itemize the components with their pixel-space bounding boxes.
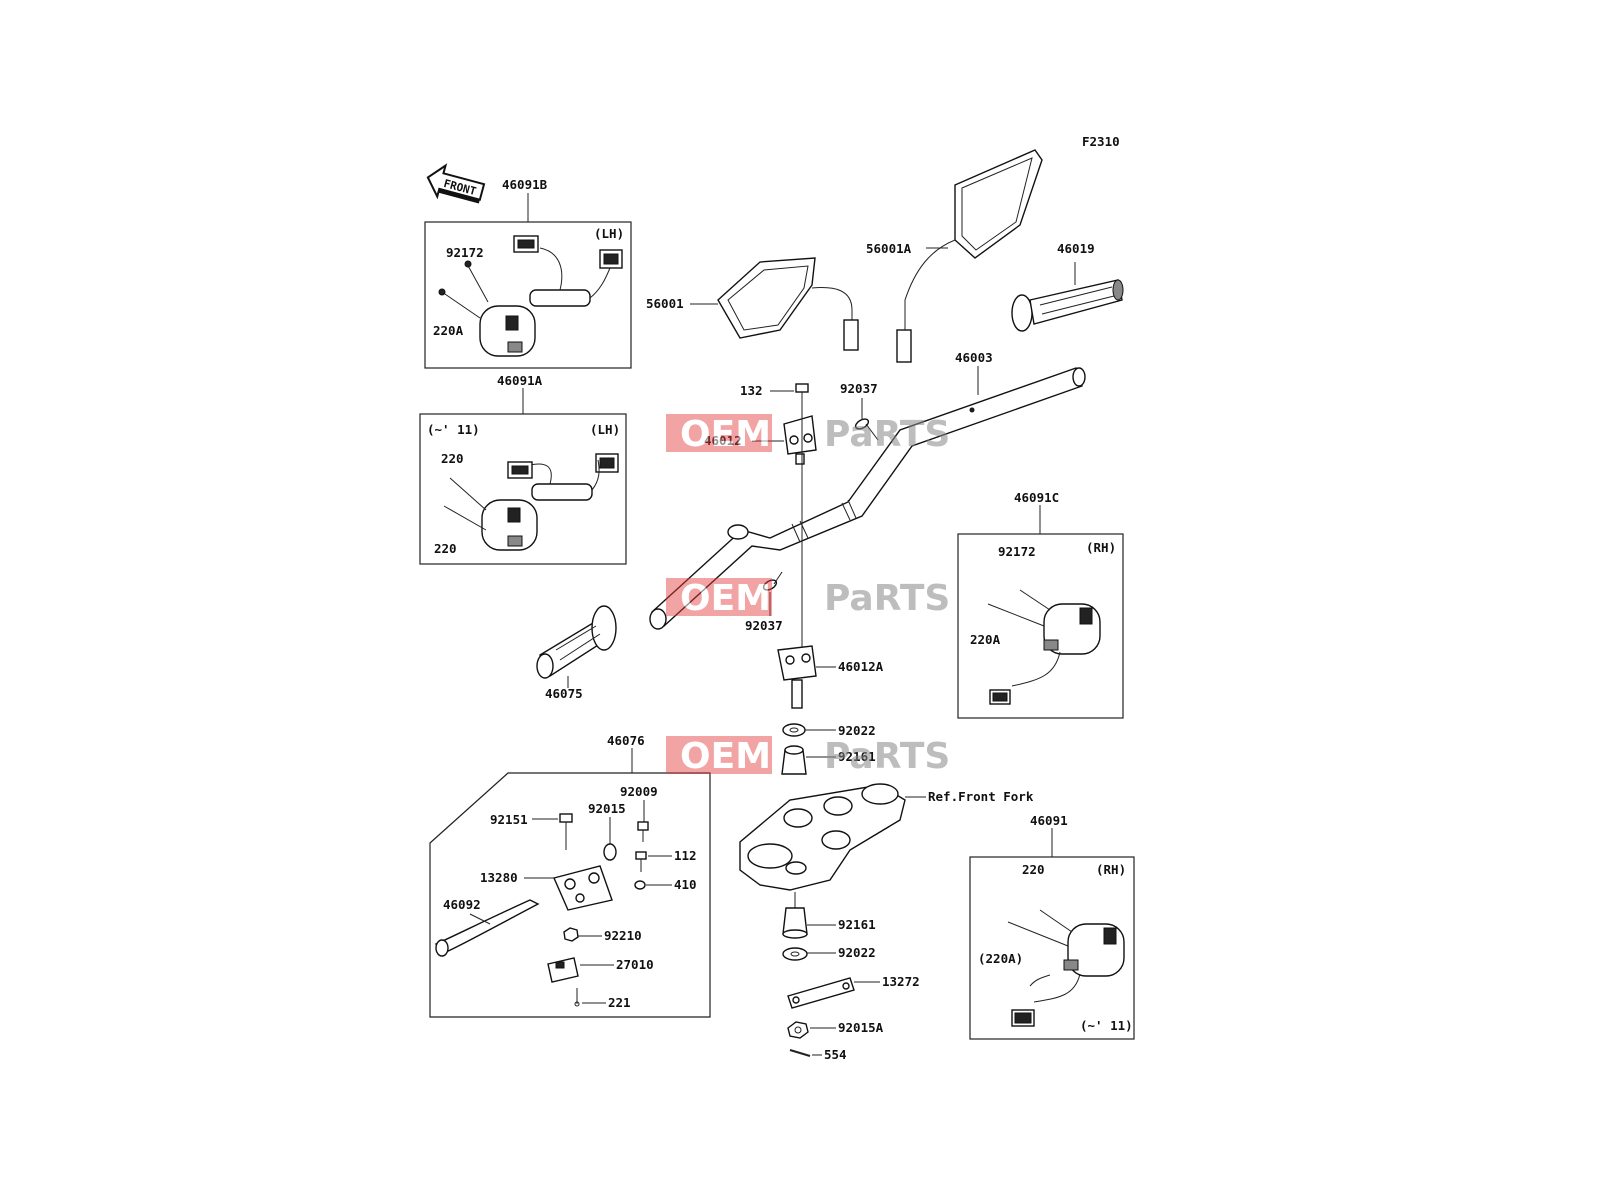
label-46012: 46012 xyxy=(704,433,742,448)
label-92015: 92015 xyxy=(588,801,626,816)
watermark-parts-2: PaRTS xyxy=(824,578,950,619)
cotter-pin-554-icon xyxy=(789,1049,811,1057)
bolt-92151-icon xyxy=(559,813,573,850)
nut-92015A-icon xyxy=(787,1021,809,1039)
label-92022-upper: 92022 xyxy=(838,723,876,738)
throttle-grip-icon xyxy=(1011,279,1124,332)
label-220-bottom: 220 xyxy=(434,541,457,556)
label-13280: 13280 xyxy=(480,870,518,885)
bolt-132-icon xyxy=(795,383,809,416)
lh-switch-old-icon xyxy=(443,453,619,551)
screw-221-icon xyxy=(574,988,580,1007)
label-46091B: 46091B xyxy=(502,177,548,192)
label-46019: 46019 xyxy=(1057,241,1095,256)
screw-112-icon xyxy=(635,851,647,872)
label-46091A: 46091A xyxy=(497,373,543,388)
label-RH: (RH) xyxy=(1086,540,1116,555)
label-46012A: 46012A xyxy=(838,659,884,674)
label-11-rh: (~' 11) xyxy=(1080,1018,1133,1033)
label-27010: 27010 xyxy=(616,957,654,972)
watermark-3: OEM PaRTS xyxy=(666,736,950,777)
box-46076 xyxy=(429,772,711,1018)
figure-code: F2310 xyxy=(1082,134,1120,149)
steering-stem-head-icon xyxy=(739,783,906,891)
label-92210: 92210 xyxy=(604,928,642,943)
label-13272: 13272 xyxy=(882,974,920,989)
label-221: 221 xyxy=(608,995,631,1010)
label-92015A: 92015A xyxy=(838,1020,884,1035)
nut-92015-icon xyxy=(603,843,617,861)
label-92009: 92009 xyxy=(620,784,658,799)
label-56001A: 56001A xyxy=(866,241,912,256)
nut-92210-icon xyxy=(563,927,579,942)
label-92161-upper: 92161 xyxy=(838,749,876,764)
label-46075: 46075 xyxy=(545,686,583,701)
front-arrow-icon: FRONT xyxy=(426,163,486,204)
label-92161-lower: 92161 xyxy=(838,917,876,932)
label-220-top: 220 xyxy=(441,451,464,466)
lh-switch-housing-icon xyxy=(438,235,623,357)
brake-lever-icon xyxy=(434,899,540,957)
label-LH: (LH) xyxy=(594,226,624,241)
bushing-92161-lower-icon xyxy=(782,907,808,939)
bushing-92161-upper-icon xyxy=(781,745,807,775)
watermark-oem: OEM xyxy=(680,414,771,455)
handlebar-icon xyxy=(649,367,1086,630)
mirror-right-icon xyxy=(896,149,1043,363)
label-11: (~' 11) xyxy=(427,422,480,437)
label-92037-lower: 92037 xyxy=(745,618,783,633)
label-132: 132 xyxy=(740,383,763,398)
plate-13272-icon xyxy=(787,977,855,1009)
label-46003: 46003 xyxy=(955,350,993,365)
label-220-rh: 220 xyxy=(1022,862,1045,877)
washer-92022-upper-icon xyxy=(782,723,806,737)
left-grip-icon xyxy=(536,605,617,679)
label-410: 410 xyxy=(674,877,697,892)
clip-92037-lower-icon xyxy=(762,571,783,591)
label-46091: 46091 xyxy=(1030,813,1068,828)
label-92172: 92172 xyxy=(446,245,484,260)
holder-upper-icon xyxy=(783,415,817,465)
watermark-oem-3: OEM xyxy=(680,736,771,777)
label-554: 554 xyxy=(824,1047,847,1062)
watermark-parts-3: PaRTS xyxy=(824,736,950,777)
label-92022-lower: 92022 xyxy=(838,945,876,960)
label-46091C: 46091C xyxy=(1014,490,1059,505)
label-220A-rh: 220A xyxy=(970,632,1001,647)
rh-switch-old-icon xyxy=(1007,909,1125,1027)
watermark-oem-2: OEM xyxy=(680,578,771,619)
label-220A-paren: (220A) xyxy=(978,951,1023,966)
label-RH-2: (RH) xyxy=(1096,862,1126,877)
washer-92022-lower-icon xyxy=(782,947,808,961)
switch-27010-icon xyxy=(547,957,579,983)
rh-switch-housing-icon xyxy=(987,589,1101,705)
label-220A: 220A xyxy=(433,323,464,338)
label-92151: 92151 xyxy=(490,812,528,827)
mirror-left-icon xyxy=(690,257,859,351)
label-112: 112 xyxy=(674,848,697,863)
label-56001: 56001 xyxy=(646,296,684,311)
holder-lower-icon xyxy=(777,645,817,709)
clip-92037-upper-icon xyxy=(854,418,879,441)
label-46092: 46092 xyxy=(443,897,481,912)
label-ref-front-fork: Ref.Front Fork xyxy=(928,789,1034,804)
watermark-parts: PaRTS xyxy=(824,414,950,455)
label-92172-rh: 92172 xyxy=(998,544,1036,559)
watermark-1: OEM PaRTS xyxy=(666,414,950,455)
lever-holder-13280-icon xyxy=(553,865,613,911)
washer-410-icon xyxy=(634,880,646,890)
label-92037-upper: 92037 xyxy=(840,381,878,396)
screw-92009-icon xyxy=(637,821,649,842)
label-46076: 46076 xyxy=(607,733,645,748)
watermark-2: OEM PaRTS xyxy=(666,578,950,619)
label-LH-2: (LH) xyxy=(590,422,620,437)
